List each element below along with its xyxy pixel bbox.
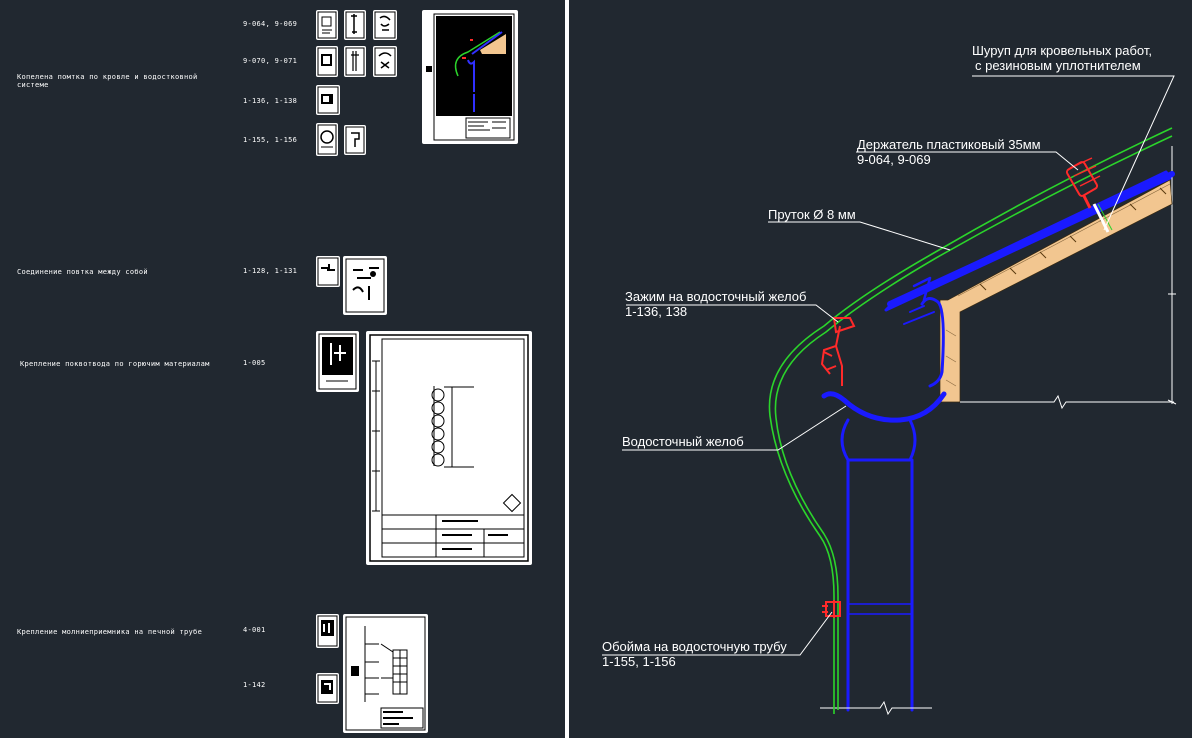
drawing-thumbnail[interactable] [373, 10, 397, 40]
code-label: 9-070, 9-071 [243, 57, 298, 65]
code-label: 4-001 [243, 626, 266, 634]
drawing-thumbnail[interactable] [316, 85, 340, 115]
callout-clamp-line1: Зажим на водосточный желоб [625, 289, 807, 304]
row-label-roof-gutter: Копелена помтка по кровле и водостковной… [17, 73, 198, 89]
drawing-thumbnail[interactable] [373, 46, 397, 77]
code-label: 1-128, 1-131 [243, 267, 298, 275]
callout-bracket: Обойма на водосточную трубу 1-155, 1-156 [602, 639, 787, 669]
gutter-clamp [820, 317, 856, 386]
callout-clamp: Зажим на водосточный желоб 1-136, 138 [625, 289, 806, 319]
code-label: 1-142 [243, 681, 266, 689]
code-label: 1-155, 1-156 [243, 136, 298, 144]
drawing-thumbnail[interactable] [316, 331, 359, 392]
callout-holder-line1: Держатель пластиковый 35мм [857, 137, 1041, 152]
drawing-thumbnail[interactable] [343, 256, 387, 315]
callout-screw-line2: с резиновым уплотнителем [975, 58, 1141, 73]
lightning-rod [768, 127, 1173, 714]
callout-screw: Шуруп для кровельных работ, с резиновым … [972, 43, 1152, 73]
drawing-thumbnail[interactable] [316, 673, 339, 704]
drawing-thumbnail[interactable] [316, 123, 338, 156]
callout-holder-line2: 9-064, 9-069 [857, 152, 931, 167]
drawing-thumbnail[interactable] [344, 125, 366, 155]
drawing-thumbnail[interactable] [316, 256, 340, 287]
code-label: 9-064, 9-069 [243, 20, 298, 28]
gutter-section-drawing [602, 75, 1177, 716]
code-label: 1-005 [243, 359, 266, 367]
callout-gutter: Водосточный желоб [622, 434, 744, 449]
downpipe-bracket [822, 600, 841, 618]
callout-holder: Держатель пластиковый 35мм 9-064, 9-069 [857, 137, 1041, 167]
callout-bracket-line1: Обойма на водосточную трубу [602, 639, 787, 654]
drawing-thumbnail[interactable] [316, 10, 338, 40]
drawing-sheet-preview[interactable] [422, 10, 518, 144]
code-label: 1-136, 1-138 [243, 97, 298, 105]
row-label-chimney-mount: Крепление молниеприемника на печной труб… [17, 628, 203, 636]
row-label-rod-joint: Соединение повтка между собой [17, 268, 148, 276]
callout-clamp-line2: 1-136, 138 [625, 304, 688, 319]
roof-and-gutter [821, 170, 1175, 712]
roof-rafter [939, 179, 1173, 403]
drawing-sheet-preview[interactable] [366, 331, 532, 565]
leader-lines [602, 75, 1175, 656]
drawing-thumbnail[interactable] [344, 10, 366, 40]
callout-rod: Пруток Ø 8 мм [768, 207, 856, 222]
drawing-thumbnail[interactable] [316, 46, 338, 77]
row-label-flammable-mount: Крепление поквотвода по горючим материал… [20, 360, 210, 368]
plastic-holder [1065, 157, 1101, 209]
drawing-thumbnail[interactable] [316, 614, 339, 648]
drawing-thumbnail[interactable] [344, 46, 366, 77]
callout-bracket-line2: 1-155, 1-156 [602, 654, 676, 669]
callout-screw-line1: Шуруп для кровельных работ, [972, 43, 1153, 58]
panel-divider [565, 0, 569, 738]
drawing-sheet-preview[interactable] [343, 614, 428, 733]
